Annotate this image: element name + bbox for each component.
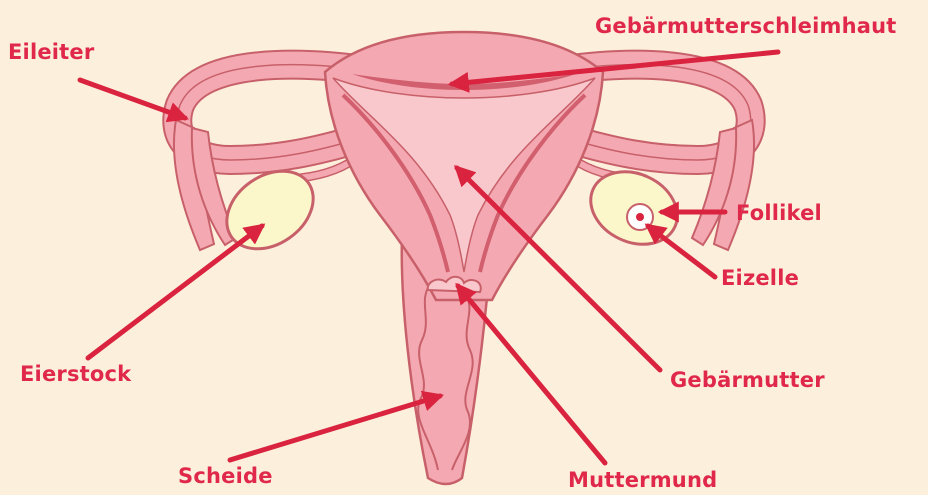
label-gebaermutter: Gebärmutter [670,370,825,391]
label-eizelle: Eizelle [721,268,799,289]
label-eileiter: Eileiter [8,42,94,63]
arrow-scheide [230,396,440,460]
cervix [428,277,481,292]
label-muttermund: Muttermund [568,470,717,491]
label-scheide: Scheide [178,466,273,487]
label-eierstock: Eierstock [20,364,131,385]
arrow-eierstock [88,226,262,358]
arrow-muttermund [458,286,605,463]
label-gebaermutterschleimhaut: Gebärmutterschleimhaut [595,16,896,37]
fimbriae-right [692,120,754,250]
egg-cell [636,213,644,221]
label-follikel: Follikel [736,203,822,224]
